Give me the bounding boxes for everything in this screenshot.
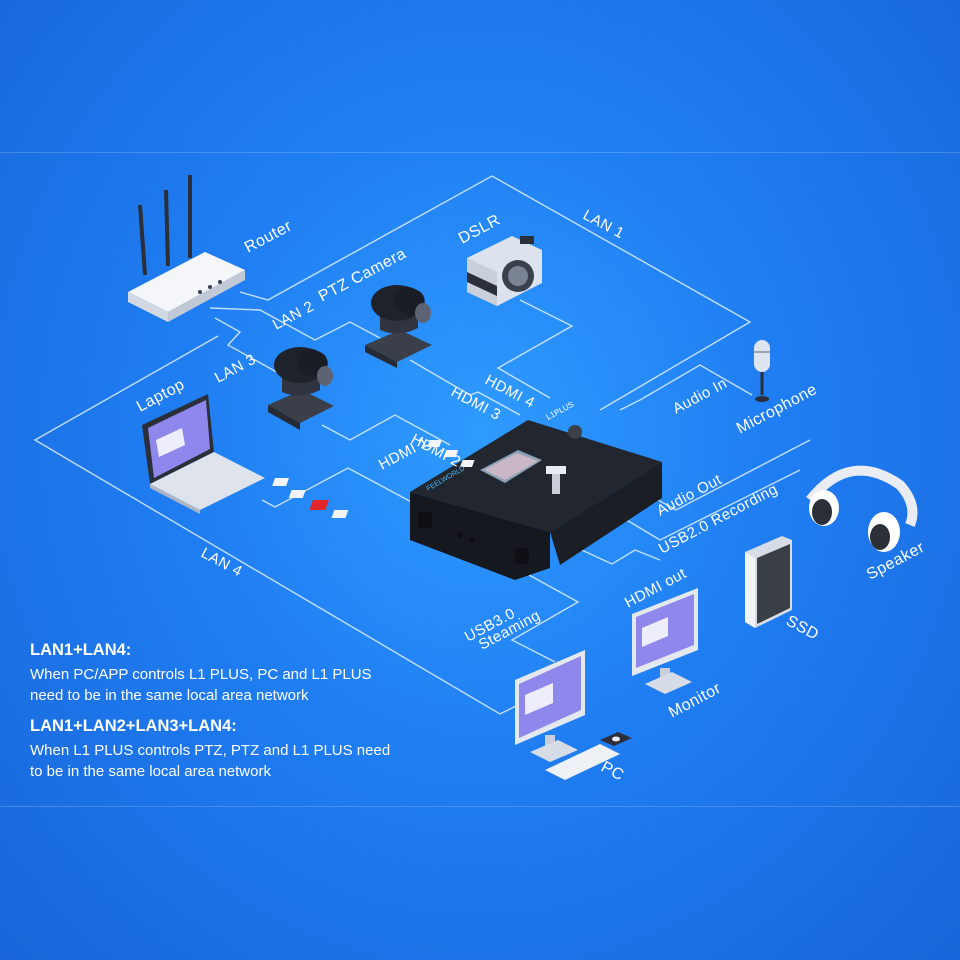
ptz-camera-2-icon (268, 347, 334, 430)
ssd-label: SSD (783, 613, 821, 644)
speaker-icon (806, 465, 918, 552)
router-icon (128, 175, 245, 322)
pc-label: PC (598, 759, 626, 785)
hdmi-out-line (559, 539, 661, 565)
video-switcher-device: FEELWORLD L1PLUS (272, 400, 662, 580)
lan1-line (239, 175, 752, 411)
monitor-icon (632, 588, 698, 694)
note-line: to be in the same local area network (30, 763, 271, 780)
note-title: LAN1+LAN2+LAN3+LAN4: (30, 717, 237, 735)
network-notes: LAN1+LAN4: When PC/APP controls L1 PLUS,… (30, 640, 470, 792)
dslr-label: DSLR (456, 212, 503, 248)
audio-in-line (619, 364, 753, 411)
usb-streaming-line (510, 569, 580, 663)
pc-icon (515, 650, 632, 780)
router-label: Router (242, 217, 295, 256)
note-line: When L1 PLUS controls PTZ, PTZ and L1 PL… (30, 742, 391, 759)
switcher-model: L1PLUS (545, 400, 576, 422)
ptz-camera-icon (365, 285, 432, 368)
lan2-line (209, 307, 381, 341)
note-lan1-lan4-all: LAN1+LAN2+LAN3+LAN4: When L1 PLUS contro… (30, 716, 470, 782)
hdmi4-line (496, 299, 574, 399)
hdmi1-line (261, 467, 461, 529)
microphone-label: Microphone (734, 381, 820, 438)
hdmi3-line (409, 359, 521, 416)
hdmi2-line (321, 414, 451, 446)
note-title: LAN1+LAN4: (30, 641, 132, 659)
dslr-icon (467, 236, 542, 306)
note-lan1-lan4: LAN1+LAN4: When PC/APP controls L1 PLUS,… (30, 640, 470, 706)
ssd-icon (745, 536, 792, 628)
microphone-icon (754, 340, 770, 402)
lan1-label: LAN 1 (580, 207, 627, 243)
lan3-line (214, 317, 301, 386)
audio-in-label: Audio In (670, 375, 730, 418)
note-line: need to be in the same local area networ… (30, 687, 309, 704)
note-line: When PC/APP controls L1 PLUS, PC and L1 … (30, 666, 372, 683)
lan3-label: LAN 3 (212, 351, 259, 387)
laptop-icon (142, 394, 265, 514)
